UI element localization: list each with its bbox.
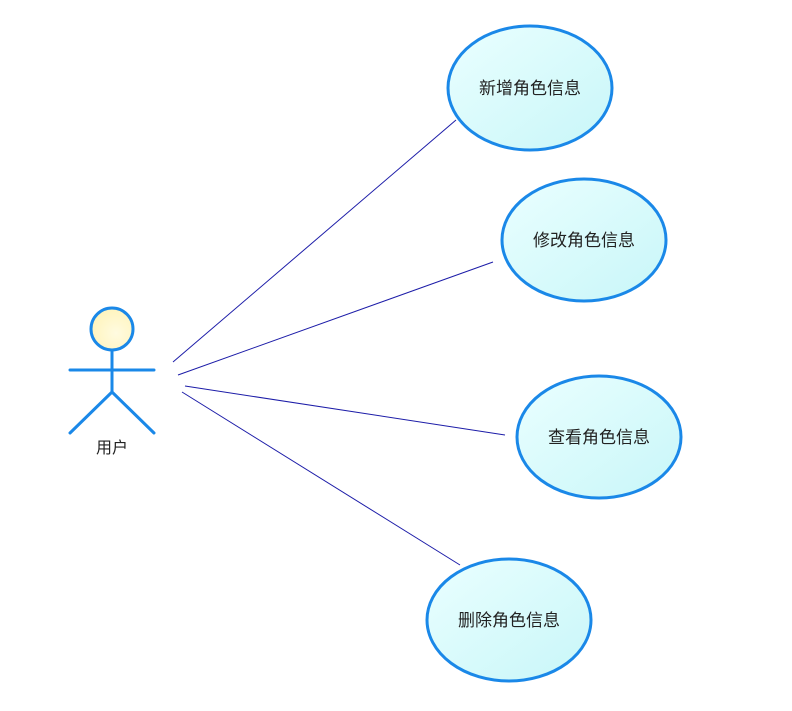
association-line[interactable] <box>184 385 506 436</box>
actor-label: 用户 <box>96 438 128 457</box>
use-case-edit-role[interactable]: 修改角色信息 <box>500 177 668 303</box>
association-line[interactable] <box>172 119 457 363</box>
use-case-label: 查看角色信息 <box>548 428 650 448</box>
use-case-label: 新增角色信息 <box>479 79 581 99</box>
use-case-label: 删除角色信息 <box>458 611 560 631</box>
association-line[interactable] <box>181 391 461 566</box>
stick-figure-actor-icon <box>68 306 156 435</box>
use-case-delete-role[interactable]: 删除角色信息 <box>425 557 593 683</box>
associations <box>172 119 506 566</box>
actor-user[interactable]: 用户 <box>68 306 156 457</box>
use-case-add-role[interactable]: 新增角色信息 <box>446 24 614 152</box>
use-case-view-role[interactable]: 查看角色信息 <box>515 374 683 500</box>
use-case-label: 修改角色信息 <box>533 231 635 251</box>
association-line[interactable] <box>177 261 494 376</box>
